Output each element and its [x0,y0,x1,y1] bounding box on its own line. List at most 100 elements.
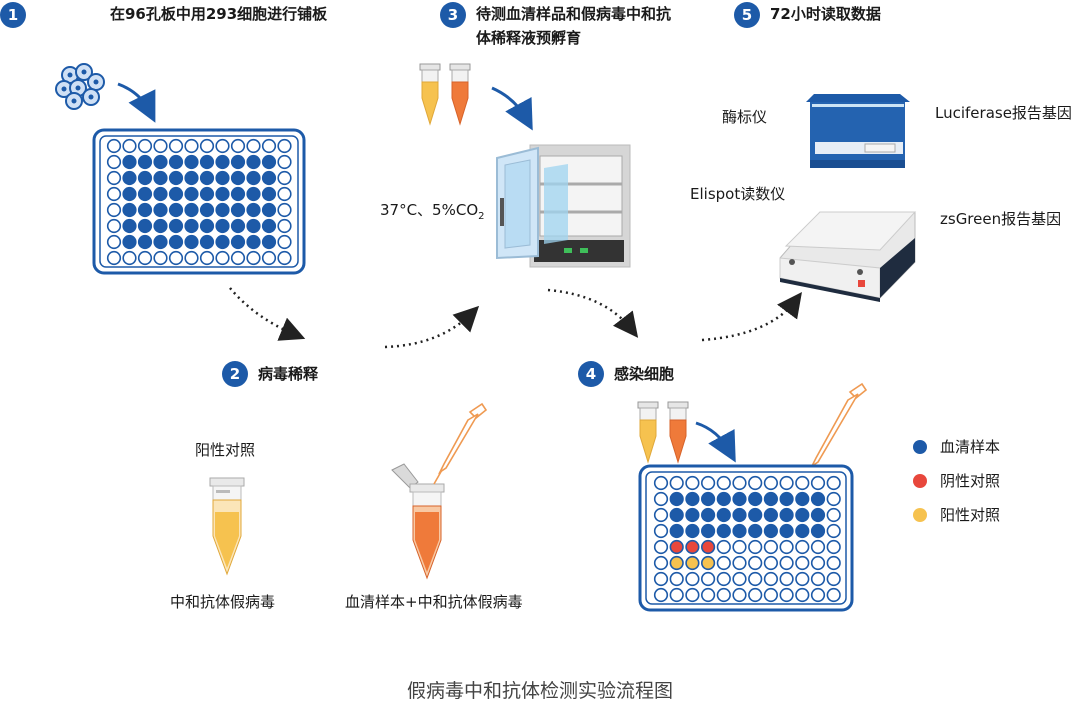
well [748,587,763,603]
well [153,250,168,266]
tube2-caption: 血清样本+中和抗体假病毒 [345,593,523,611]
arrow-step1-to-step2 [229,287,306,341]
well [215,138,230,154]
well [215,154,230,170]
well [653,587,669,603]
well [810,491,826,507]
well [261,250,277,266]
well [215,186,230,202]
arrow-step4-to-step5 [701,291,802,342]
well [653,475,669,491]
plate-reader-icon [806,94,910,168]
well [716,587,731,603]
well [137,186,153,202]
well [137,202,153,218]
well [716,571,731,587]
legend-dot-negative [913,474,927,488]
well [277,202,292,218]
well [168,138,184,154]
well [168,154,184,170]
well [230,154,246,170]
well [122,234,137,250]
arrow-cells-to-plate [117,82,156,123]
well [748,491,763,507]
well [122,218,137,234]
well [700,491,716,507]
well [763,523,779,539]
well [168,186,184,202]
well [826,555,841,571]
well [277,218,292,234]
well [732,571,747,587]
well [763,571,779,587]
well [810,539,826,555]
incubator-icon [496,144,631,268]
well [732,491,747,507]
well [261,138,277,154]
well [199,250,215,266]
well [826,571,841,587]
well [669,491,684,507]
well [168,202,184,218]
well [748,507,763,523]
well [653,523,669,539]
well-plate-infection [638,464,854,612]
well [810,507,826,523]
well [261,154,277,170]
well [779,523,794,539]
legend-serum-label: 血清样本 [940,438,1001,456]
well [122,170,137,186]
legend-negative-label: 阴性对照 [940,472,1001,490]
well [215,250,230,266]
well [795,523,810,539]
well [246,234,261,250]
well [246,170,261,186]
well [137,170,153,186]
well [261,218,277,234]
well [184,250,199,266]
well [685,475,700,491]
well [795,587,810,603]
well [732,555,747,571]
well [700,475,716,491]
well [716,507,731,523]
well [826,491,841,507]
well [653,507,669,523]
well [748,523,763,539]
well [826,475,841,491]
well [716,523,731,539]
well [184,202,199,218]
well [230,250,246,266]
well [199,186,215,202]
well [795,555,810,571]
well [810,587,826,603]
well [215,202,230,218]
well [669,571,684,587]
well [277,186,292,202]
well [810,475,826,491]
well [153,186,168,202]
well [261,186,277,202]
well [732,587,747,603]
well [106,154,122,170]
well [184,154,199,170]
incubator-condition: 37°C、5%CO2 [380,200,485,227]
well [122,138,137,154]
well [246,186,261,202]
step-3-label-line1: 待测血清样品和假病毒中和抗 [476,5,672,23]
well [277,154,292,170]
cell-cluster-icon [55,63,105,110]
step-4-badge: 4 [578,361,604,387]
well [810,555,826,571]
well [246,138,261,154]
elispot-label: Elispot读数仪 [690,185,786,203]
well [137,250,153,266]
well [230,170,246,186]
well [685,555,700,571]
well [779,587,794,603]
well [137,218,153,234]
well [199,170,215,186]
well [199,218,215,234]
well [826,587,841,603]
well [716,491,731,507]
